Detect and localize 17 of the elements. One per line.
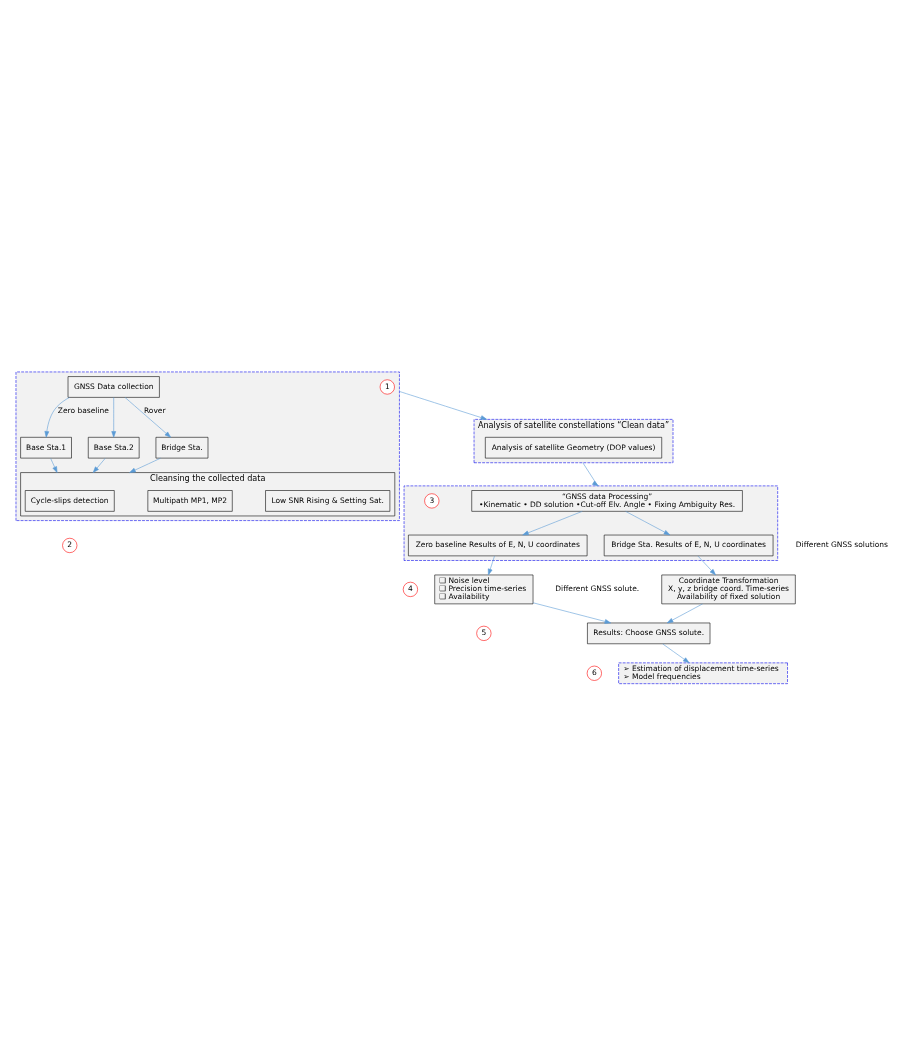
arrow xyxy=(128,457,161,473)
cluster xyxy=(403,485,778,561)
arrow xyxy=(92,457,106,473)
arrow xyxy=(487,555,495,575)
arrow xyxy=(666,603,703,623)
arrow xyxy=(44,396,70,437)
arrow xyxy=(697,555,716,575)
arrow xyxy=(532,602,611,624)
arrow xyxy=(521,510,583,535)
cluster xyxy=(15,371,400,521)
arrow xyxy=(661,643,689,663)
arrow xyxy=(110,396,116,438)
arrow xyxy=(49,457,57,473)
arrow xyxy=(398,390,487,420)
arrow xyxy=(624,510,670,535)
arrow xyxy=(582,461,599,486)
arrow xyxy=(124,396,171,438)
